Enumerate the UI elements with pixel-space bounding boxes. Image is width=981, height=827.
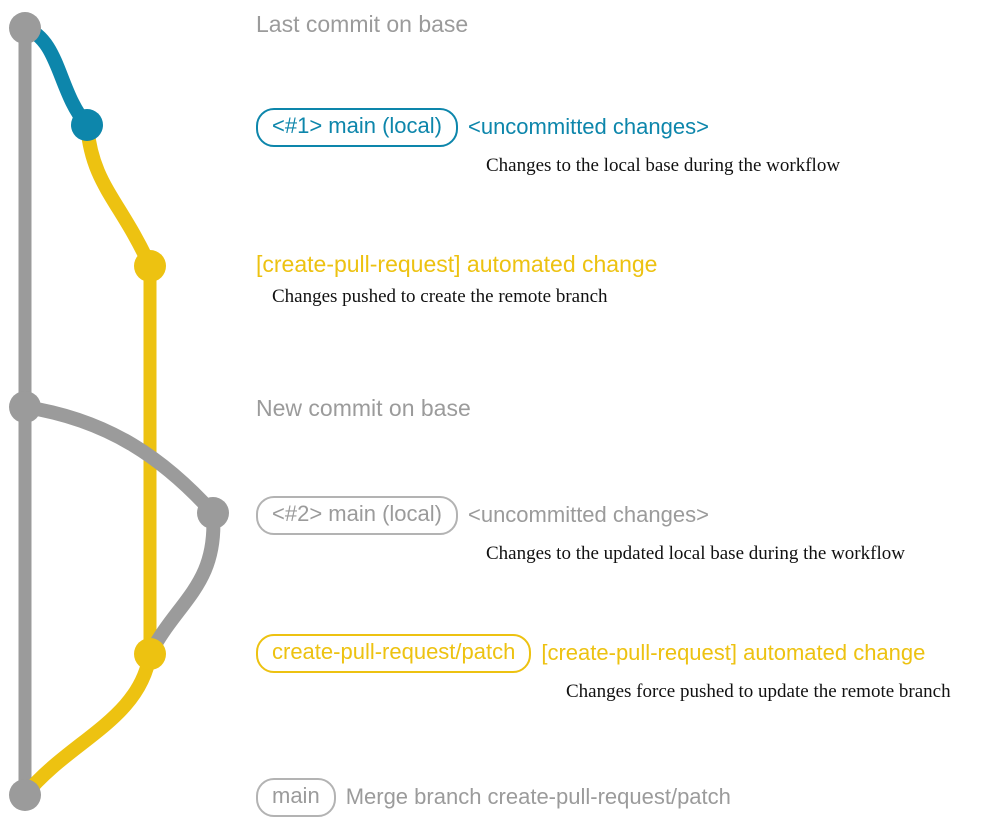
commit-node-patch-1[interactable] xyxy=(134,250,166,282)
annotation-commit-4: create-pull-request/patch [create-pull-r… xyxy=(256,634,951,702)
branch-label-main-local-2[interactable]: <#2> main (local) xyxy=(256,496,458,535)
commit-3-description: Changes to the updated local base during… xyxy=(486,542,905,564)
branch-label-create-pull-request-patch[interactable]: create-pull-request/patch xyxy=(256,634,532,673)
commit-5-subject: Merge branch create-pull-request/patch xyxy=(345,784,731,809)
commit-node-last-commit-on-base[interactable] xyxy=(9,12,41,44)
commit-node-merge[interactable] xyxy=(9,779,41,811)
commit-1-description: Changes to the local base during the wor… xyxy=(486,154,841,176)
new-commit-headline: New commit on base xyxy=(256,395,471,421)
commit-node-local-1[interactable] xyxy=(71,109,103,141)
commit-node-local-2[interactable] xyxy=(197,497,229,529)
annotation-commit-2: [create-pull-request] automated change C… xyxy=(256,251,658,308)
edge-local-1-to-patch-1 xyxy=(80,118,157,273)
annotation-commit-1: <#1> main (local) <uncommitted changes> … xyxy=(256,108,840,176)
commit-1-subject: <uncommitted changes> xyxy=(467,114,709,139)
commit-3-header-row: <#2> main (local) <uncommitted changes> xyxy=(256,496,905,535)
commit-5-header-row: main Merge branch create-pull-request/pa… xyxy=(256,778,731,817)
last-commit-headline: Last commit on base xyxy=(256,11,469,37)
branch-label-main-local-1[interactable]: <#1> main (local) xyxy=(256,108,458,147)
branch-label-main[interactable]: main xyxy=(256,778,336,817)
commit-2-description: Changes pushed to create the remote bran… xyxy=(272,285,608,307)
annotation-new-commit-on-base: New commit on base xyxy=(256,395,471,422)
commit-node-patch-2[interactable] xyxy=(134,638,166,670)
commit-1-header-row: <#1> main (local) <uncommitted changes> xyxy=(256,108,840,147)
edge-local-2-to-patch-2 xyxy=(143,506,221,661)
edge-patch-2-to-merge xyxy=(18,647,157,802)
annotation-commit-3: <#2> main (local) <uncommitted changes> … xyxy=(256,496,905,564)
commit-4-subject: [create-pull-request] automated change xyxy=(541,640,926,665)
annotation-commit-5: main Merge branch create-pull-request/pa… xyxy=(256,778,731,817)
commit-4-header-row: create-pull-request/patch [create-pull-r… xyxy=(256,634,951,673)
commit-4-description: Changes force pushed to update the remot… xyxy=(566,680,951,702)
edge-base-to-local-2 xyxy=(18,400,220,520)
annotation-last-commit-on-base: Last commit on base xyxy=(256,11,469,38)
commit-node-new-commit-on-base[interactable] xyxy=(9,391,41,423)
commit-2-subject: [create-pull-request] automated change xyxy=(256,251,658,277)
edge-base-to-local-1 xyxy=(18,21,94,132)
commit-3-subject: <uncommitted changes> xyxy=(467,502,709,527)
